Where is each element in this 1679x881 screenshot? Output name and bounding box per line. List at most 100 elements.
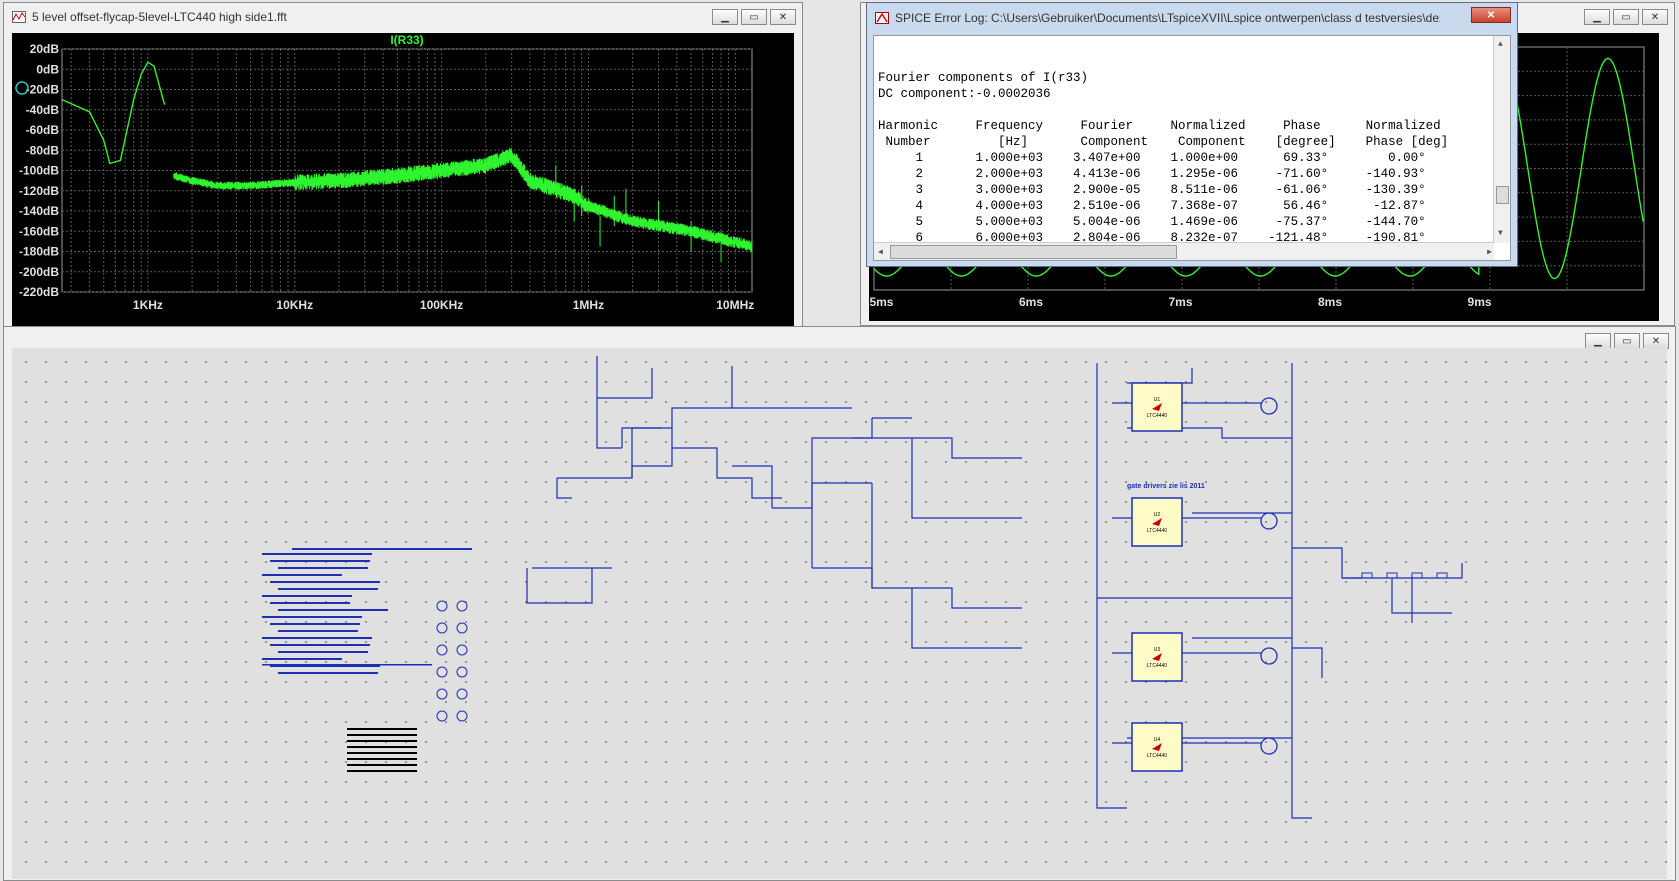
- source-symbol: [436, 600, 448, 612]
- y-tick-label: -220dB: [19, 285, 59, 299]
- wire: [871, 483, 913, 598]
- wire: [852, 437, 913, 463]
- error-log-window[interactable]: SPICE Error Log: C:\Users\Gebruiker\Docu…: [866, 2, 1518, 267]
- y-tick-label: -180dB: [19, 245, 59, 259]
- directive-line: [278, 672, 378, 674]
- log-line: Harmonic Frequency Fourier Normalized Ph…: [878, 119, 1441, 133]
- wire: [621, 427, 662, 448]
- directive-line: [347, 770, 417, 772]
- maximize-button[interactable]: ▭: [1613, 9, 1639, 25]
- directive-line: [278, 651, 368, 653]
- source-symbol: [436, 644, 448, 656]
- scroll-right-arrow[interactable]: ▶: [1487, 248, 1492, 257]
- ic-ref: U2: [1154, 512, 1161, 518]
- x-tick-label: 6ms: [1019, 295, 1043, 309]
- ic-part: LTC4440: [1147, 528, 1167, 534]
- y-tick-label: -140dB: [19, 204, 59, 218]
- log-line: 4 4.000e+03 2.510e-06 7.368e-07 56.46° -…: [878, 199, 1426, 213]
- mosfet-symbol: [1260, 512, 1278, 530]
- error-log-text[interactable]: Fourier components of I(r33)DC component…: [873, 35, 1511, 261]
- ic-part: LTC4440: [1147, 663, 1167, 669]
- directive-line: [347, 728, 417, 730]
- minimize-button[interactable]: ▁: [1585, 333, 1611, 349]
- log-line: Number [Hz] Component Component [degree]…: [878, 135, 1449, 149]
- wire: [811, 418, 873, 508]
- scroll-down-arrow[interactable]: ▼: [1498, 229, 1503, 238]
- source-symbol: [436, 622, 448, 634]
- mosfet-symbol: [1260, 647, 1278, 665]
- maximize-button[interactable]: ▭: [1614, 333, 1640, 349]
- log-line: 3 3.000e+03 2.900e-05 8.511e-06 -61.06° …: [878, 183, 1426, 197]
- source-symbol: [456, 710, 468, 722]
- wire: [772, 482, 872, 509]
- fft-window[interactable]: 5 level offset-flycap-5level-LTC440 high…: [3, 2, 803, 346]
- output-filter: [1361, 572, 1448, 579]
- cursor-marker[interactable]: [15, 81, 29, 95]
- directive-line: [270, 644, 370, 646]
- source-symbol: [456, 644, 468, 656]
- source-symbol: [456, 622, 468, 634]
- fft-chart[interactable]: I(R33)20dB0dB-20dB-40dB-60dB-80dB-100dB-…: [12, 33, 794, 339]
- trace-line-low: [61, 61, 166, 165]
- directive-line: [347, 740, 417, 742]
- ic-ref: U3: [1154, 647, 1161, 653]
- ltc-logo: [1152, 403, 1162, 411]
- close-button[interactable]: ✕: [770, 9, 796, 25]
- close-button[interactable]: ✕: [1642, 9, 1668, 25]
- maximize-button[interactable]: ▭: [741, 9, 767, 25]
- ltc-logo: [1152, 743, 1162, 751]
- waveform-icon: [12, 11, 26, 23]
- minimize-button[interactable]: ▁: [1584, 9, 1610, 25]
- ic-part: LTC4440: [1147, 413, 1167, 419]
- y-tick-label: -60dB: [26, 123, 60, 137]
- minimize-button[interactable]: ▁: [712, 9, 738, 25]
- wires: [526, 356, 1463, 819]
- log-line: 1 1.000e+03 3.407e+00 1.000e+00 69.33° 0…: [878, 151, 1426, 165]
- mosfet-symbol: [1260, 397, 1278, 415]
- directive-line: [347, 746, 417, 748]
- close-button[interactable]: ✕: [1471, 7, 1511, 23]
- wire: [631, 427, 672, 478]
- y-tick-label: -20dB: [26, 83, 60, 97]
- scroll-up-arrow[interactable]: ▲: [1498, 40, 1503, 49]
- log-line: Fourier components of I(r33): [878, 71, 1089, 85]
- close-button[interactable]: ✕: [1643, 333, 1669, 349]
- wire: [1391, 578, 1452, 614]
- scroll-hthumb[interactable]: [890, 245, 1177, 259]
- spice-directives: [262, 548, 472, 772]
- directive-line: [347, 734, 417, 736]
- directive-line: [347, 752, 417, 754]
- trace-label[interactable]: I(R33): [390, 33, 423, 47]
- wire: [1127, 368, 1193, 384]
- wire: [912, 587, 1022, 609]
- component: [1411, 572, 1423, 579]
- directive-line: [278, 609, 388, 611]
- directive-line: [270, 581, 380, 583]
- log-line: [878, 102, 1506, 118]
- horizontal-scrollbar[interactable]: ◀ ▶: [874, 242, 1494, 260]
- component: [1361, 572, 1373, 579]
- directive-line: [278, 630, 358, 632]
- scroll-left-arrow[interactable]: ◀: [878, 248, 883, 257]
- wire: [732, 465, 773, 508]
- y-tick-label: -80dB: [26, 143, 60, 157]
- x-tick-label: 100KHz: [420, 298, 463, 312]
- wire: [911, 463, 952, 519]
- error-log-titlebar[interactable]: SPICE Error Log: C:\Users\Gebruiker\Docu…: [867, 3, 1517, 33]
- log-line: 5 5.000e+03 5.004e-06 1.469e-06 -75.37° …: [878, 215, 1426, 229]
- fft-titlebar[interactable]: 5 level offset-flycap-5level-LTC440 high…: [4, 3, 802, 31]
- directive-line: [292, 548, 472, 550]
- y-tick-label: 0dB: [36, 62, 59, 76]
- source-symbol: [436, 710, 448, 722]
- scroll-thumb[interactable]: [1496, 186, 1509, 204]
- vertical-scrollbar[interactable]: ▲ ▼: [1493, 36, 1510, 243]
- source-symbol: [456, 688, 468, 700]
- wire: [596, 398, 622, 449]
